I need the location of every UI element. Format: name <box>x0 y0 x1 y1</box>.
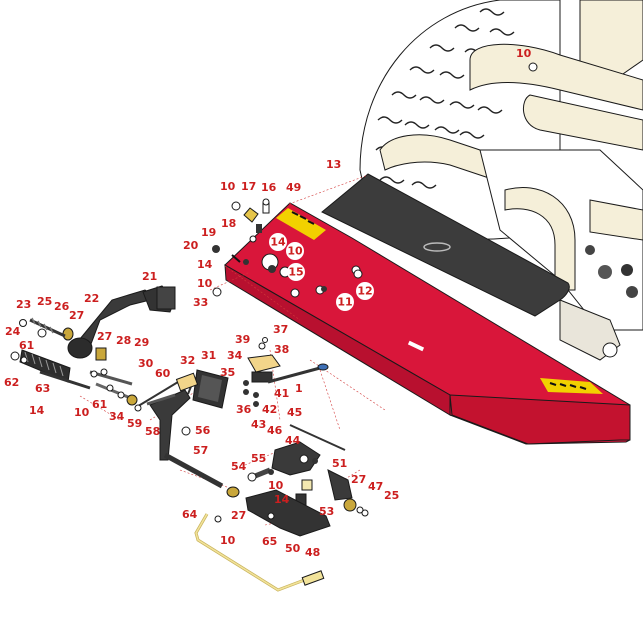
callout-33: 33 <box>193 296 208 309</box>
callout-22: 22 <box>84 292 99 305</box>
callout-48: 48 <box>305 546 320 559</box>
callout-45: 45 <box>287 406 302 419</box>
callout-14-upper: 14 <box>197 258 213 271</box>
callout-34-left: 34 <box>109 410 125 423</box>
callout-1: 1 <box>295 382 303 395</box>
callout-53: 53 <box>319 505 334 518</box>
callout-65: 65 <box>262 535 277 548</box>
callout-38: 38 <box>274 343 289 356</box>
callout-15-circled: 15 <box>288 266 303 279</box>
callout-10-top: 10 <box>220 180 236 193</box>
callout-18: 18 <box>221 217 236 230</box>
left-pedal-assembly <box>10 285 176 406</box>
callout-28: 28 <box>116 334 131 347</box>
callout-49: 49 <box>286 181 301 194</box>
callout-31: 31 <box>201 349 216 362</box>
callout-29: 29 <box>134 336 149 349</box>
callout-32: 32 <box>180 354 195 367</box>
callout-10-bottom: 10 <box>220 534 236 547</box>
circled-callouts: 14 10 15 11 12 <box>269 233 374 311</box>
callout-16: 16 <box>261 181 277 194</box>
callout-19: 19 <box>201 226 216 239</box>
callout-24: 24 <box>5 325 21 338</box>
callout-62: 62 <box>4 376 19 389</box>
callout-25-left: 25 <box>37 295 52 308</box>
callout-50: 50 <box>285 542 301 555</box>
callout-25-right: 25 <box>384 489 399 502</box>
callout-42: 42 <box>262 403 277 416</box>
callout-36: 36 <box>236 403 252 416</box>
callout-34-mid: 34 <box>227 349 243 362</box>
callout-60: 60 <box>155 367 171 380</box>
callout-58: 58 <box>145 425 160 438</box>
callout-10-mid: 10 <box>197 277 213 290</box>
callout-10-circled: 10 <box>287 245 303 258</box>
callout-59: 59 <box>127 417 142 430</box>
linkage-parts <box>226 337 369 537</box>
rod-part <box>194 513 325 592</box>
callout-10-left: 10 <box>74 406 90 419</box>
bracket-hardware <box>212 198 363 475</box>
callout-44: 44 <box>285 434 301 447</box>
callout-41: 41 <box>274 387 289 400</box>
center-pedal-assembly <box>134 369 229 489</box>
callout-27-lower: 27 <box>231 509 246 522</box>
callout-43: 43 <box>251 418 266 431</box>
callout-27-mid: 27 <box>97 330 112 343</box>
callout-35: 35 <box>220 366 235 379</box>
callout-57: 57 <box>193 444 208 457</box>
callout-46: 46 <box>267 424 283 437</box>
callout-64: 64 <box>182 508 198 521</box>
callout-11-circled: 11 <box>337 296 352 309</box>
chassis-frame <box>379 0 643 361</box>
callout-23: 23 <box>16 298 31 311</box>
callout-63: 63 <box>35 382 50 395</box>
callout-27-right: 27 <box>351 473 366 486</box>
callout-14-left: 14 <box>29 404 45 417</box>
callout-13: 13 <box>326 158 341 171</box>
callout-10-chassis: 10 <box>516 47 532 60</box>
callout-37: 37 <box>273 323 288 336</box>
callout-20: 20 <box>183 239 199 252</box>
callout-30: 30 <box>138 357 154 370</box>
callout-14-circled: 14 <box>270 236 286 249</box>
callout-17: 17 <box>241 180 256 193</box>
footrest-pan <box>224 202 631 445</box>
callout-12-circled: 12 <box>357 285 372 298</box>
callout-27-left: 27 <box>69 309 84 322</box>
callout-47: 47 <box>368 480 383 493</box>
callout-61-mid: 61 <box>92 398 107 411</box>
callout-51: 51 <box>332 457 347 470</box>
callout-10-lower: 10 <box>268 479 284 492</box>
callout-54: 54 <box>231 460 247 473</box>
floor-mat <box>321 173 570 317</box>
callout-14-lower: 14 <box>274 493 290 506</box>
callout-21: 21 <box>142 270 157 283</box>
callout-labels: 10 13 10 17 16 49 18 19 20 14 10 33 21 2… <box>4 47 532 559</box>
callout-26: 26 <box>54 300 70 313</box>
callout-55: 55 <box>251 452 266 465</box>
callout-39: 39 <box>235 333 250 346</box>
callout-61-left: 61 <box>19 339 34 352</box>
callout-56: 56 <box>195 424 211 437</box>
